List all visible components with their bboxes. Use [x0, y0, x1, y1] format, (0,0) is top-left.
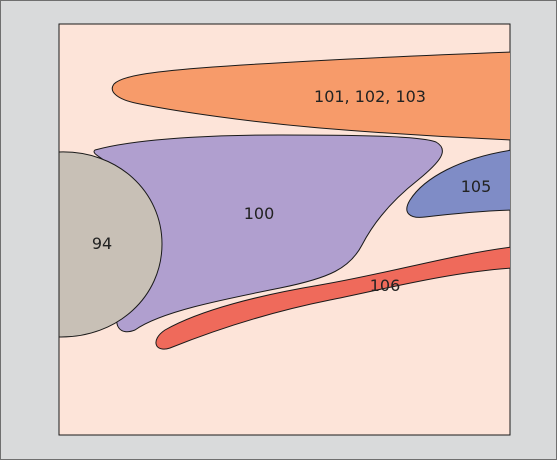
region-105 [406, 149, 510, 218]
region-101-102-103 [111, 51, 510, 141]
label-101-102-103: 101, 102, 103 [314, 87, 426, 106]
label-100: 100 [244, 204, 275, 223]
region-106 [155, 246, 510, 350]
label-105: 105 [461, 177, 492, 196]
label-94: 94 [92, 234, 112, 253]
label-106: 106 [370, 276, 401, 295]
region-94 [59, 151, 163, 338]
